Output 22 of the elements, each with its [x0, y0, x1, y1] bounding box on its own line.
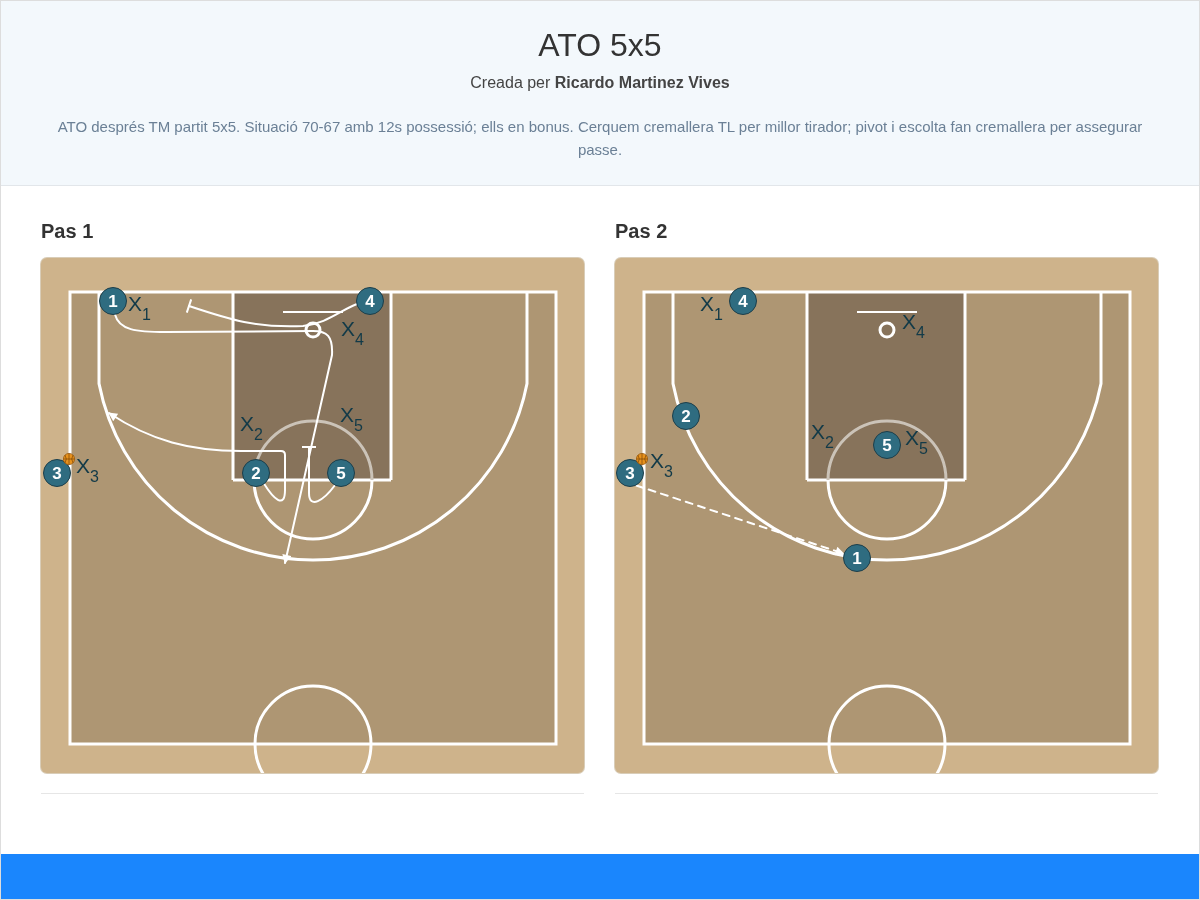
player-marker: 3 — [43, 459, 71, 487]
defender-mark: X$_{4}$ — [902, 311, 925, 341]
step-heading: Pas 2 — [615, 219, 668, 244]
defender-mark: X$_{1}$ — [128, 293, 151, 323]
defender-mark: X$_{2}$ — [240, 413, 263, 443]
arrow — [108, 412, 286, 502]
defender-mark: X$_{2}$ — [811, 421, 834, 451]
screen-line — [185, 298, 358, 328]
player-marker: 3 — [616, 459, 644, 487]
defender-mark: X$_{5}$ — [340, 404, 363, 434]
screen-line — [301, 446, 336, 503]
defender-mark: X$_{5}$ — [905, 427, 928, 457]
step-heading: Pas 1 — [41, 219, 94, 244]
play-description: ATO després TM partit 5x5. Situació 70-67 amb 12s possessió; ells en bonus. Cerquem cremallera TL per millor tirador; pivot i escolta fan cremallera per assegurar passe. — [57, 117, 1143, 160]
page-title: ATO 5x5 — [538, 26, 662, 65]
dashed-arrow — [635, 484, 845, 556]
author-line: Creada per Ricardo Martinez Vives — [470, 73, 730, 93]
defender-mark: X$_{1}$ — [700, 293, 723, 323]
arrow — [114, 313, 334, 564]
defender-mark: X$_{3}$ — [76, 455, 99, 485]
defender-mark: X$_{3}$ — [650, 450, 673, 480]
defender-mark: X$_{4}$ — [341, 318, 364, 348]
